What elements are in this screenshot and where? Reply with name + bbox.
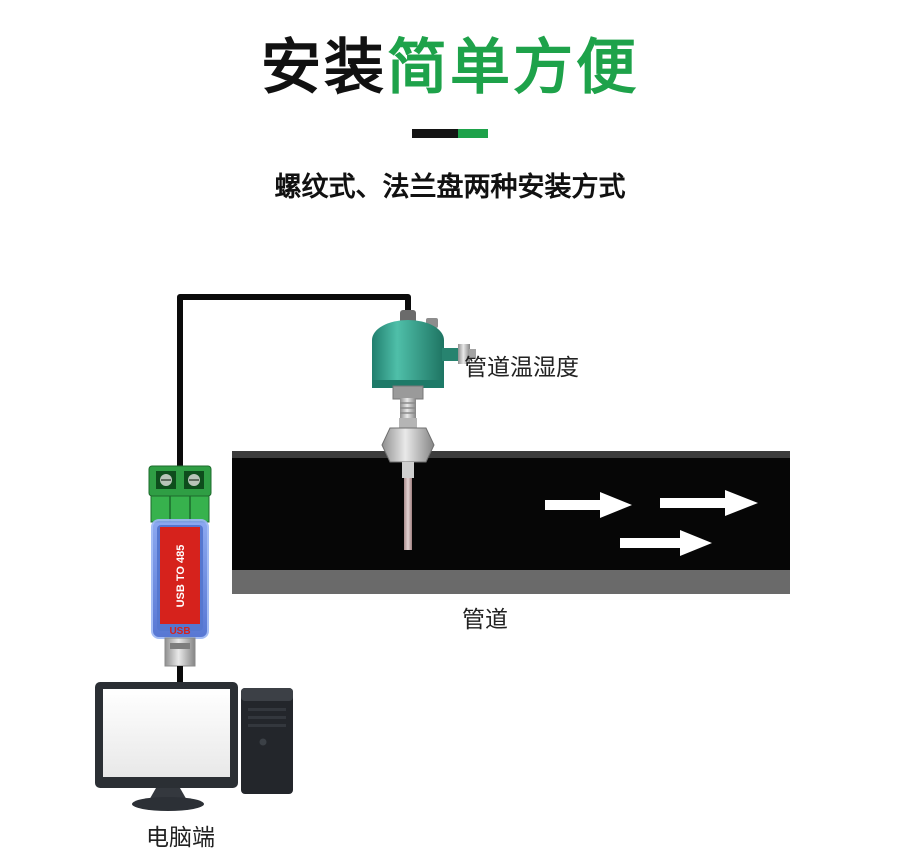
title-black-part: 安装 [261, 34, 387, 101]
page-title: 安装简单方便 [0, 30, 900, 105]
title-divider [412, 129, 488, 138]
computer-label: 电脑端 [146, 824, 215, 850]
usb-adapter-illustration: USB TO 485 USB [148, 465, 212, 684]
computer-illustration [95, 682, 293, 811]
flow-arrows-icon [545, 490, 758, 556]
divider-green-segment [458, 129, 488, 138]
divider-dark-segment [412, 129, 458, 138]
sensor-illustration [372, 310, 476, 550]
adapter-sticker-text: USB TO 485 [175, 545, 187, 608]
pipe-label: 管道 [462, 606, 508, 632]
sensor-label: 管道温湿度 [464, 354, 579, 380]
installation-diagram-illustration: USB TO 485 USB [95, 294, 790, 811]
pipe-illustration [232, 451, 790, 594]
adapter-usb-text: USB [169, 626, 190, 637]
subtitle: 螺纹式、法兰盘两种安装方式 [274, 172, 626, 202]
signal-wire [177, 294, 411, 468]
title-green-part: 简单方便 [387, 34, 639, 101]
